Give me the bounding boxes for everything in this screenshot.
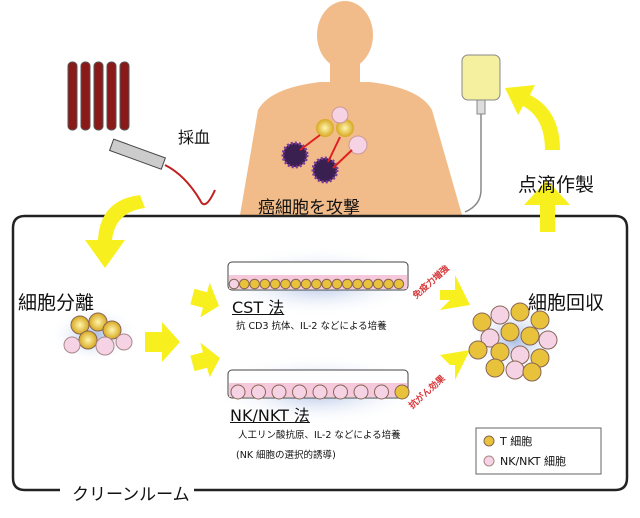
blood-draw-label: 採血 [178, 128, 211, 147]
patient-silhouette [240, 1, 462, 215]
nk-note: (NK 細胞の選択的誘導) [236, 450, 336, 461]
t-cell [362, 278, 374, 290]
cst-desc: 抗 CD3 抗体、IL-2 などによる培養 [236, 321, 387, 332]
t-cell [472, 312, 492, 332]
attack-label: 癌細胞を攻撃 [258, 198, 360, 218]
nk-cell [251, 384, 266, 400]
t-cell [530, 310, 550, 330]
syringe-icon [108, 138, 216, 206]
t-cell [485, 358, 505, 378]
t-cell [468, 340, 488, 360]
t-cell [239, 278, 250, 290]
t-cell [352, 278, 363, 290]
nk-cell [228, 278, 240, 290]
t-cell [321, 278, 333, 290]
nk-cell [312, 384, 328, 400]
t-cell [490, 342, 510, 362]
nk-cell [271, 384, 287, 400]
t-cell [269, 278, 281, 290]
iv-bag-icon [461, 54, 501, 213]
nk-cell [292, 384, 307, 400]
separated-cells [50, 307, 140, 363]
nk-dish [213, 355, 423, 425]
clean-room-border [11, 214, 629, 492]
legend-t-cell: T 細胞 [500, 435, 533, 448]
t-cell [393, 278, 405, 290]
nk-cell [374, 384, 389, 400]
separation-label: 細胞分離 [18, 292, 95, 314]
t-cell [510, 302, 530, 322]
clean-room-label: クリーンルーム [68, 480, 194, 505]
nk-cell [538, 330, 558, 350]
drip-label: 点滴作製 [518, 174, 595, 196]
t-cell [280, 278, 291, 290]
process-arrows [85, 85, 570, 380]
legend-box [475, 427, 602, 475]
t-cell [394, 384, 410, 400]
t-cell [259, 278, 271, 290]
nk-cell [230, 384, 246, 400]
cst-title: CST 法 [232, 298, 285, 317]
t-cell [372, 278, 384, 290]
collection-label: 細胞回収 [528, 292, 605, 314]
nk-cell [505, 360, 525, 380]
blood-tubes-icon [67, 61, 130, 131]
nk-cell [333, 384, 348, 400]
nk-cell [490, 305, 510, 325]
t-cell [383, 278, 394, 290]
nk-desc: 人工リン酸抗原、IL-2 などによる培養 [238, 430, 401, 441]
cst-dish [213, 247, 423, 317]
t-cell [300, 278, 312, 290]
nk-cell [480, 328, 500, 348]
legend-nk-cell: NK/NKT 細胞 [500, 455, 566, 468]
nk-cell [353, 384, 369, 400]
t-cell [522, 362, 542, 382]
t-cell [249, 278, 260, 290]
t-cell [520, 326, 540, 346]
collected-cells [465, 302, 565, 382]
t-cell [500, 322, 520, 342]
nk-title: NK/NKT 法 [230, 406, 310, 425]
cancer-cells [281, 106, 368, 184]
t-cell [342, 278, 353, 290]
t-cell [311, 278, 322, 290]
t-cell [290, 278, 302, 290]
t-cell [331, 278, 343, 290]
